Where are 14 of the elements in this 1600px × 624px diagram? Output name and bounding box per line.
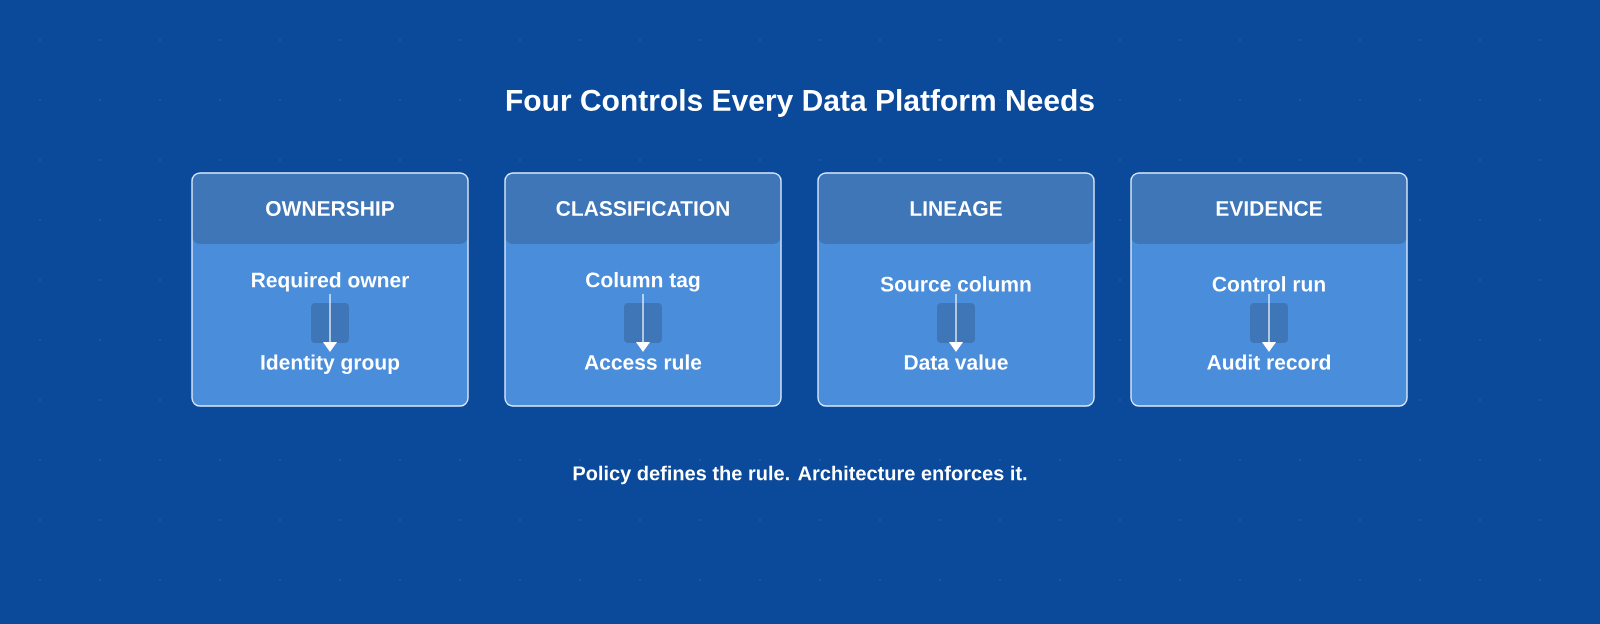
- item-text: Access rule: [584, 354, 702, 370]
- item-text: Audit record: [1207, 354, 1331, 370]
- item-text: Column tag: [586, 271, 700, 292]
- item-text: Source column: [880, 276, 1031, 292]
- item-text: Required owner: [252, 272, 409, 292]
- arrow: [937, 293, 975, 352]
- item-text: Control run: [1212, 276, 1325, 292]
- title: Four Controls Every Data Platform Needs: [506, 89, 1094, 117]
- caption: Policy defines the rule. Architecture enforces it.: [573, 465, 1027, 485]
- item-text: Identity group: [261, 354, 400, 375]
- arrow: [311, 293, 349, 352]
- item-text: Data value: [904, 354, 1008, 370]
- arrow: [1250, 293, 1288, 352]
- arrow: [624, 293, 662, 352]
